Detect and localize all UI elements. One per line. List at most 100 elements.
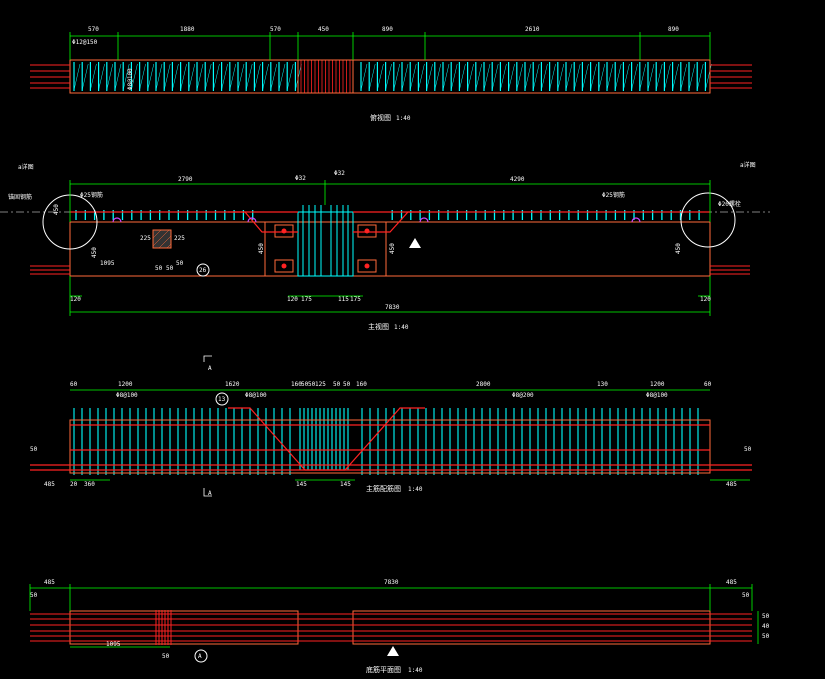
plan-diagonal [598, 63, 606, 91]
mr-dim-1: 60 [70, 381, 78, 388]
plan-diagonal [196, 63, 204, 91]
plan-diagonal [590, 63, 597, 91]
plan-diagonal [426, 63, 433, 91]
plan-diagonal [655, 63, 663, 91]
br-dim-3: 485 [726, 579, 737, 586]
mr-dim-2: 1200 [118, 381, 133, 388]
br-scale: 1:40 [408, 667, 423, 674]
elev-height-3: 450 [389, 243, 396, 254]
plan-diagonal [680, 63, 688, 91]
label-bolt: Φ20螺栓 [718, 200, 741, 208]
elev-column [297, 211, 354, 277]
plan-diagonal [270, 63, 278, 91]
plan-diagonal [393, 63, 401, 91]
plan-diagonal [180, 63, 187, 91]
mr-dim-12: 130 [597, 381, 608, 388]
elev-minor-6: 50 [176, 260, 184, 267]
plan-dim-4: 450 [318, 26, 329, 33]
plan-dim-3: 570 [270, 26, 281, 33]
label-detail-left: a详图 [18, 163, 34, 171]
plan-title: 俯视图 [370, 113, 391, 122]
mr-spacing-1: Φ8@100 [116, 392, 138, 399]
br-side-left: 50 [30, 592, 38, 599]
elev-minor-3: 225 [174, 235, 185, 242]
plan-diagonal [360, 63, 368, 91]
elev-dim-b2: 120 [287, 296, 298, 303]
br-tag-circle [194, 649, 208, 663]
plan-dim-5: 890 [382, 26, 393, 33]
elev-dim-b3: 175 [301, 296, 312, 303]
label-rebar-right: Φ25钢筋 [602, 191, 625, 199]
plan-diagonal [573, 63, 581, 91]
plan-dim-1: 570 [88, 26, 99, 33]
br-title: 底筋平面图 [366, 665, 401, 674]
elev-height-1: 450 [91, 247, 98, 258]
plan-diagonal [254, 63, 261, 91]
plan-dim-6: 2610 [525, 26, 540, 33]
plan-diagonal [385, 63, 392, 91]
plan-diagonal [204, 63, 212, 91]
elev-end-bars-left [30, 265, 70, 275]
elev-minor-2: 225 [140, 235, 151, 242]
plan-end-bars-right [710, 64, 752, 89]
plan-diagonal [672, 63, 679, 91]
plan-scale: 1:40 [396, 115, 411, 122]
plan-diagonal [565, 63, 573, 91]
plan-outline [69, 59, 711, 94]
plan-stirrups [73, 60, 712, 93]
br-dim-2: 7830 [384, 579, 399, 586]
mr-dim-b2: 20 [70, 481, 78, 488]
plan-diagonal [90, 63, 97, 91]
view-plan: 570 1880 570 450 890 2610 890 Φ12@150 Φ8… [30, 26, 752, 122]
plan-diagonal [139, 63, 146, 91]
plan-diagonal [696, 63, 704, 91]
elev-total: 7830 [385, 304, 400, 311]
mr-dim-b4: 145 [296, 481, 307, 488]
mr-dim-6: 50 [308, 381, 316, 388]
label-top-mid1: Φ32 [295, 175, 306, 182]
plan-diagonal [401, 63, 409, 91]
plan-diagonal [500, 63, 507, 91]
mr-dim-b5: 145 [340, 481, 351, 488]
elev-minor-4: 50 [155, 265, 163, 272]
plan-diagonal [541, 63, 548, 91]
elev-scale: 1:40 [394, 324, 409, 331]
main-rebar-bars [30, 407, 752, 471]
plan-diagonal [377, 63, 384, 91]
br-support-triangle [387, 646, 399, 656]
mr-dim-11: 2800 [476, 381, 491, 388]
plan-diagonal [639, 63, 647, 91]
mr-dim-7: 125 [315, 381, 326, 388]
plan-diagonal [262, 63, 269, 91]
elev-dim-b6: 120 [700, 296, 711, 303]
mr-dim-8: 50 [333, 381, 341, 388]
elev-tag: 26 [199, 267, 207, 274]
plan-diagonal [245, 63, 253, 91]
plan-diagonal [163, 63, 171, 91]
br-dim-bottom2: 50 [162, 653, 170, 660]
br-dim-lines [29, 584, 759, 648]
elev-minor-1: 1095 [100, 260, 115, 267]
plan-diagonal [606, 63, 614, 91]
plan-diagonal [491, 63, 499, 91]
plan-diagonal [368, 63, 376, 91]
plan-diagonal [442, 63, 450, 91]
plan-note: Φ12@150 [72, 39, 98, 46]
plan-diagonal [614, 63, 622, 91]
plan-diagonal [450, 63, 458, 91]
plan-diagonal [475, 63, 483, 91]
mr-tag-circle [215, 392, 229, 406]
view-elevation: 2790 4290 7830 120 120 175 115 175 120 a… [0, 161, 770, 331]
elev-height-4: 450 [675, 243, 682, 254]
elev-height-2: 450 [258, 243, 265, 254]
elev-height-5: 450 [53, 204, 60, 215]
plan-dim-line [69, 32, 711, 60]
plan-diagonal [114, 63, 122, 91]
plan-diagonal [98, 63, 105, 91]
plan-diagonal [524, 63, 532, 91]
elev-column-bars [302, 205, 349, 276]
label-top-mid2: Φ32 [334, 170, 345, 177]
br-dim-bottom: 1095 [106, 641, 121, 648]
mr-dim-b1: 485 [44, 481, 55, 488]
